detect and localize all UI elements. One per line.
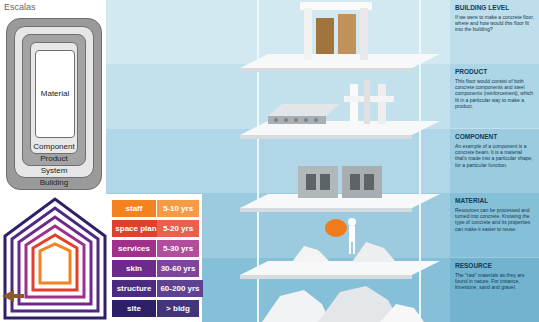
concrete-mixer — [292, 218, 396, 262]
scale-box: Material — [35, 50, 75, 138]
building-frame — [300, 2, 372, 60]
band-body: An example of a component is a concrete … — [455, 143, 535, 168]
layer-tag: skin — [112, 260, 156, 277]
band-ground — [106, 258, 539, 322]
node-label: 5-20 yrs — [163, 224, 193, 234]
info-band: PRODUCT This floor would consist of both … — [450, 64, 539, 128]
band-body: This floor would consist of both concret… — [455, 78, 535, 109]
info-band: RESOURCE The "raw" materials as they are … — [450, 258, 539, 322]
layer-tag: > bldg — [157, 300, 199, 317]
diagram-title: Escalas — [4, 2, 36, 12]
node-label: 5-10 yrs — [163, 204, 193, 214]
node-label: staff — [126, 204, 143, 214]
node-label: > bldg — [166, 304, 190, 314]
scale-box: BuildingSystemProductComponentMaterial — [6, 18, 102, 190]
layer-tag: 5-30 yrs — [157, 240, 199, 257]
layer-tag: site — [112, 300, 156, 317]
scale-box: Component Material — [30, 42, 78, 154]
node-label: 30-60 yrs — [161, 264, 196, 274]
band-ground — [106, 129, 539, 193]
layer-tag: staff — [112, 200, 156, 217]
band-heading: MATERIAL — [455, 197, 535, 205]
layer-tag: 30-60 yrs — [157, 260, 199, 277]
node-label: skin — [126, 264, 142, 274]
node-label: 60-200 yrs — [160, 284, 199, 294]
scale-box: System Product Component Material — [14, 26, 94, 178]
node-label: services — [118, 244, 150, 254]
layer-tag: 60-200 yrs — [157, 280, 203, 297]
node-label: Component — [31, 142, 77, 152]
band-heading: COMPONENT — [455, 133, 535, 141]
band-heading: PRODUCT — [455, 68, 535, 76]
node-label: Building — [7, 178, 101, 188]
layer-tag: 5-20 yrs — [157, 220, 199, 237]
node-label: Material — [36, 89, 74, 99]
node-label: space plan — [115, 224, 156, 234]
info-band: BUILDING LEVEL If we were to make a concr… — [450, 0, 539, 64]
panel-ground — [0, 194, 202, 322]
layer-tag: services — [112, 240, 156, 257]
arrow-symbol — [2, 290, 24, 302]
layer-tag: structure — [112, 280, 156, 297]
band-heading: RESOURCE — [455, 262, 535, 270]
layer-tag: space plan — [112, 220, 160, 237]
band-body: If we were to make a concrete floor, whe… — [455, 14, 535, 33]
shelf — [240, 54, 440, 279]
node-label: site — [127, 304, 141, 314]
info-band: MATERIAL Resources can be processed and t… — [450, 193, 539, 257]
node-label: System — [15, 166, 93, 176]
concrete-block — [298, 166, 382, 198]
info-band: COMPONENT An example of a component is a … — [450, 129, 539, 193]
layer-tag: 5-10 yrs — [157, 200, 199, 217]
band-body: Resources can be processed and turned in… — [455, 207, 535, 232]
floor-product — [268, 80, 394, 124]
node-label: 5-30 yrs — [163, 244, 193, 254]
band-ground — [106, 193, 539, 258]
band-ground — [106, 64, 539, 129]
shelf-pole — [419, 0, 421, 322]
node-label: Product — [23, 154, 85, 164]
raw-rocks — [262, 286, 424, 322]
scale-box: Product Component Material — [22, 34, 86, 166]
node-label: structure — [117, 284, 152, 294]
band-heading: BUILDING LEVEL — [455, 4, 535, 12]
band-body: The "raw" materials as they are found in… — [455, 272, 535, 291]
panel-ground — [0, 0, 106, 194]
shearing-layers-house — [5, 199, 105, 318]
